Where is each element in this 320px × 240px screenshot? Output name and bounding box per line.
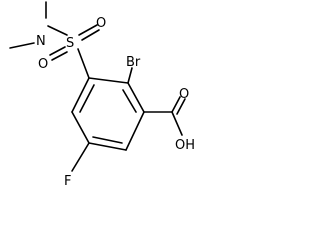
bond-c-oh bbox=[171, 111, 183, 136]
atom-oxygen-upper: O bbox=[96, 16, 106, 31]
structure-canvas: N S O O Br O OH F bbox=[9, 1, 195, 189]
bond-c2-br bbox=[127, 67, 133, 84]
bond-c3-c2 bbox=[88, 77, 129, 84]
bond-c5-c4 bbox=[71, 111, 90, 144]
bond-c5-f bbox=[71, 142, 90, 172]
bond-s-o-upper-1 bbox=[78, 24, 98, 36]
bond-inner-c4-c3 bbox=[79, 84, 95, 113]
bond-s-o-lower-2 bbox=[51, 51, 68, 61]
bond-c3-s bbox=[77, 48, 90, 79]
atom-hydroxyl: OH bbox=[175, 138, 195, 153]
bond-c-o-double-2 bbox=[176, 98, 186, 115]
atom-bromine: Br bbox=[126, 55, 141, 70]
bond-c-o-double-1 bbox=[171, 96, 181, 113]
molecule-drawing: N S O O Br O OH F bbox=[9, 1, 195, 189]
bond-n-me-left bbox=[9, 42, 35, 49]
atom-nitrogen: N bbox=[36, 34, 46, 49]
bond-c4-c3 bbox=[71, 77, 90, 113]
atom-sulfur: S bbox=[66, 36, 74, 51]
atom-fluorine: F bbox=[64, 174, 71, 189]
bond-c6-c5 bbox=[88, 142, 127, 151]
bond-s-n bbox=[47, 25, 68, 36]
bond-inner-c6-c5 bbox=[92, 136, 123, 144]
atom-oxygen-lower: O bbox=[38, 57, 48, 72]
atom-oxygen-carbonyl: O bbox=[179, 87, 189, 102]
bond-c1-c6 bbox=[125, 111, 145, 151]
bond-inner-c2-c1 bbox=[122, 89, 137, 113]
bond-c2-c1 bbox=[127, 82, 145, 113]
bond-s-o-lower-1 bbox=[49, 46, 66, 56]
bond-s-o-upper-2 bbox=[81, 29, 100, 41]
